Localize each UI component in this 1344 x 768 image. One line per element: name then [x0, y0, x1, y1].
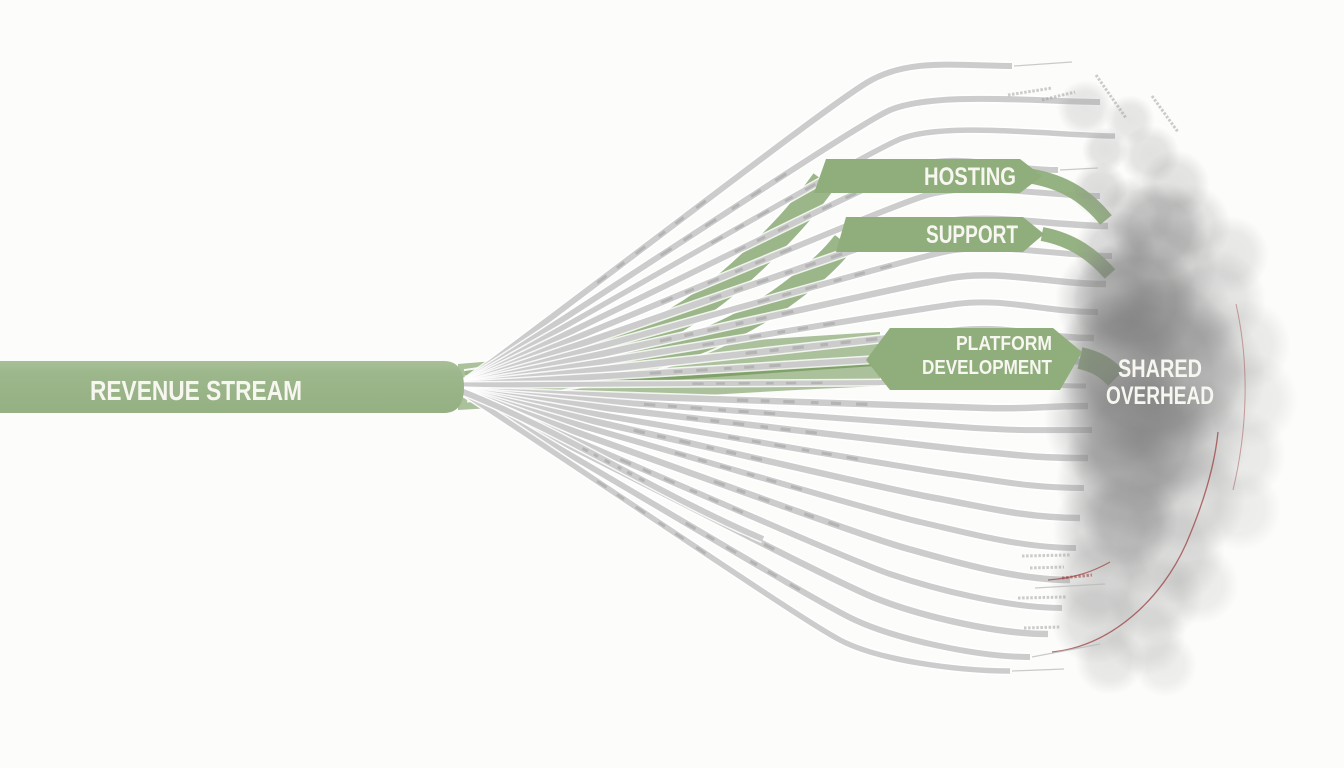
- micro-label-marks: [1007, 61, 1180, 672]
- platform-label-line2: DEVELOPMENT: [922, 357, 1052, 379]
- shared-overhead-line2: OVERHEAD: [1106, 382, 1214, 410]
- revenue-stream-label: REVENUE STREAM: [90, 375, 302, 406]
- platform-label-line1: PLATFORM: [956, 333, 1052, 355]
- hosting-label: HOSTING: [924, 163, 1016, 191]
- accent-red-lines: [1047, 303, 1246, 653]
- hosting-band: HOSTING: [814, 159, 1042, 193]
- shared-overhead-label: SHARED OVERHEAD: [1106, 355, 1214, 410]
- revenue-stream-band: REVENUE STREAM: [0, 361, 464, 413]
- support-label: SUPPORT: [926, 221, 1018, 249]
- platform-development-band: PLATFORM DEVELOPMENT: [866, 328, 1082, 390]
- shared-overhead-line1: SHARED: [1118, 355, 1202, 383]
- support-band: SUPPORT: [836, 217, 1044, 252]
